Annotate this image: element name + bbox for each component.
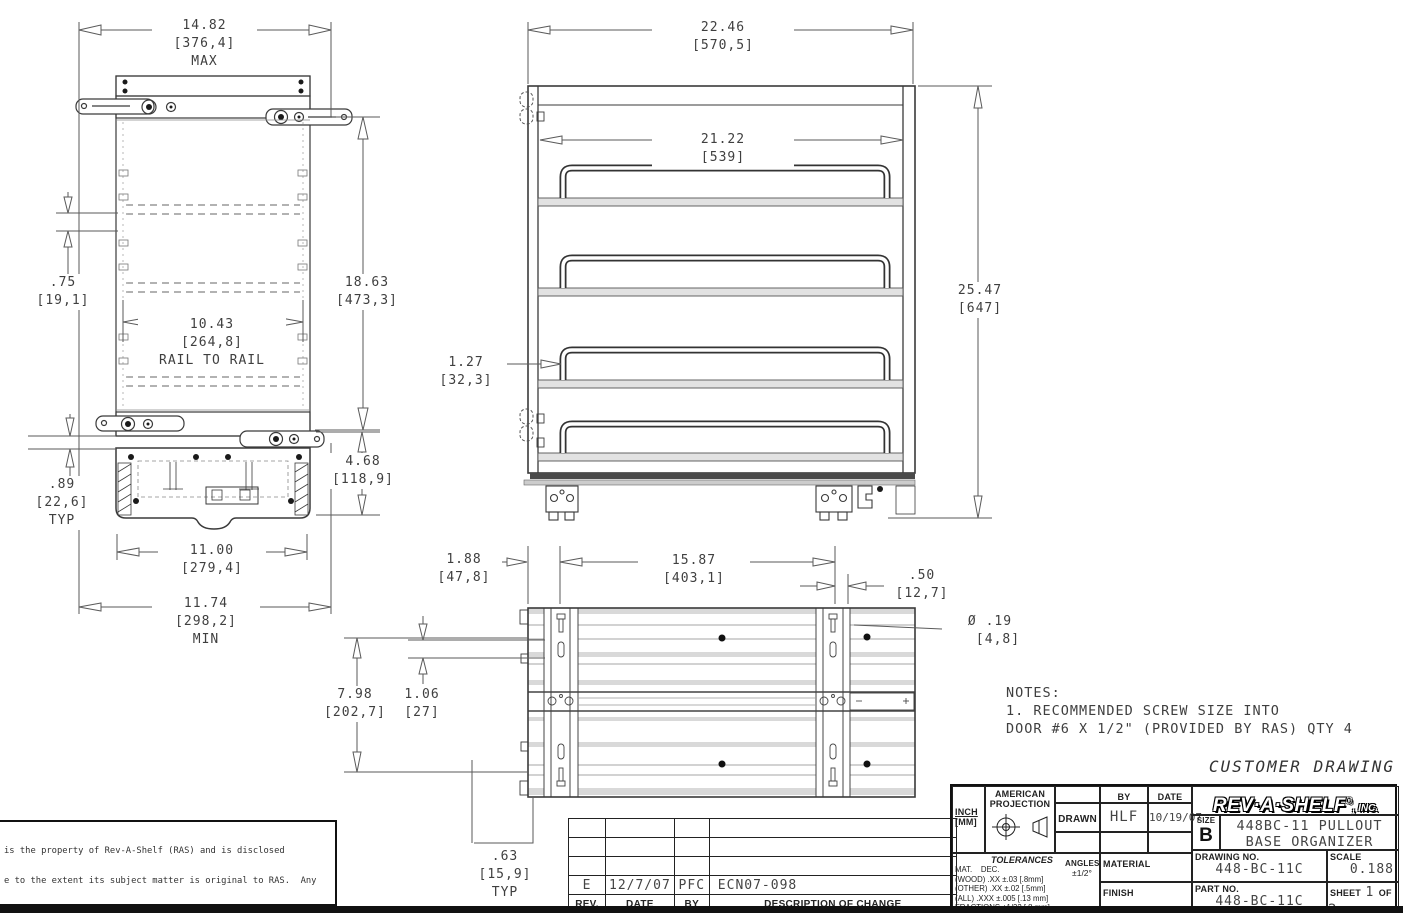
drawn-label-cell: DRAWN (1055, 803, 1100, 832)
dim-width-798: 7.98 [202,7] (317, 686, 393, 722)
dim-bracket-typ: .89 [22,6] TYP (18, 476, 106, 530)
scale-value: 0.188 (1349, 862, 1394, 877)
sheet-number: 1 (1365, 885, 1375, 900)
proprietary-disclaimer: is the property of Rev-A-Shelf (RAS) and… (0, 820, 337, 913)
dim-bracket-span: 15.87 [403,1] (638, 552, 750, 588)
top-view (75, 75, 353, 530)
third-angle-projection-icon (992, 814, 1048, 840)
drawing-title-line1: 448BC-11 PULLOUT (1236, 818, 1383, 834)
rev-value: E (568, 875, 606, 895)
drawing-no-cell: DRAWING NO. 448-BC-11C (1192, 850, 1327, 882)
dim-front-offset: 1.88 [47,8] (428, 551, 500, 587)
dim-inner-depth: 21.22 [539] (652, 131, 794, 167)
notes-block: NOTES: 1. RECOMMENDED SCREW SIZE INTO DO… (1006, 684, 1403, 738)
notes-line-1: 1. RECOMMENDED SCREW SIZE INTO (1006, 703, 1280, 719)
dim-slot-106: 1.06 [27] (391, 686, 453, 722)
drawn-by-cell: HLF (1100, 803, 1148, 832)
rev-by: PFC (673, 875, 710, 895)
bottom-view (519, 607, 916, 798)
revision-empty-row (568, 837, 957, 857)
dim-hole-diameter: Ø .19 [4,8] (944, 613, 1036, 649)
units-primary: INCH (955, 807, 978, 817)
dim-overall-depth: 22.46 [570,5] (652, 19, 794, 55)
dim-rail-height: 18.63 [473,3] (323, 274, 411, 310)
spacer-cell (1055, 786, 1100, 803)
size-cell: SIZE B (1192, 815, 1220, 850)
notes-heading: NOTES: (1006, 685, 1061, 701)
dim-overall-height: 25.47 [647] (936, 282, 1024, 318)
revision-current-row: E 12/7/07 PFC ECN07-098 (568, 875, 957, 895)
drawn-date-cell: 10/19/07 (1148, 803, 1202, 832)
revision-empty-row (568, 856, 957, 876)
units-cell: INCH [MM] (952, 786, 985, 853)
customer-drawing-label: CUSTOMER DRAWING (1208, 757, 1395, 776)
dim-min-width: 11.74 [298,2] MIN (152, 595, 260, 649)
projection-cell: AMERICAN PROJECTION (985, 786, 1055, 853)
logo-cell: REV·A·SHELF®, INC. (1192, 786, 1399, 817)
dim-edge-offset: .75 [19,1] (22, 274, 104, 310)
units-secondary: [MM] (955, 817, 977, 827)
dim-base-width: 11.00 [279,4] (158, 542, 266, 578)
date-header-cell: DATE (1148, 786, 1192, 803)
drawing-title-cell: 448BC-11 PULLOUT BASE ORGANIZER (1220, 815, 1399, 850)
title-block: INCH [MM] AMERICAN PROJECTION BY DATE DR… (950, 784, 1399, 913)
dim-rail-offset: 1.27 [32,3] (428, 354, 504, 390)
rev-a-shelf-logo: REV·A·SHELF®, INC. (1212, 795, 1379, 817)
spacer-cell (1148, 832, 1192, 853)
tolerances-title: TOLERANCES (991, 855, 1053, 865)
drawing-no-value: 448-BC-11C (1215, 862, 1304, 877)
dim-rail-to-rail: 10.43 [264,8] RAIL TO RAIL (138, 316, 286, 370)
angles-block: ANGLES ±1/2° (1065, 859, 1100, 878)
scale-cell: SCALE 0.188 (1327, 850, 1399, 882)
size-value: B (1199, 825, 1213, 846)
material-cell: MATERIAL (1100, 853, 1192, 882)
sheet-bottom-border (0, 906, 1403, 913)
drawing-title-line2: BASE ORGANIZER (1245, 834, 1374, 850)
rev-description: ECN07-098 (708, 875, 957, 895)
spacer-cell (1100, 832, 1148, 853)
part-no-value: 448-BC-11C (1215, 894, 1304, 909)
dim-rear-offset: .50 [12,7] (884, 567, 960, 603)
revision-table: E 12/7/07 PFC ECN07-098 REV. DATE BY DES… (568, 818, 957, 913)
dim-edge-63: .63 [15,9] TYP (466, 848, 544, 902)
spacer-cell (1055, 832, 1100, 853)
notes-line-2: DOOR #6 X 1/2" (PROVIDED BY RAS) QTY 4 (1006, 721, 1353, 737)
rev-date: 12/7/07 (605, 875, 675, 895)
tolerances-cell: TOLERANCES MAT. DEC. (WOOD) .XX ±.03 [.8… (952, 853, 1100, 913)
revision-empty-row (568, 818, 957, 838)
dim-base-height: 4.68 [118,9] (322, 453, 404, 489)
side-view (519, 85, 916, 521)
dim-top-width-max: 14.82 [376,4] MAX (152, 17, 257, 71)
by-header-cell: BY (1100, 786, 1148, 803)
